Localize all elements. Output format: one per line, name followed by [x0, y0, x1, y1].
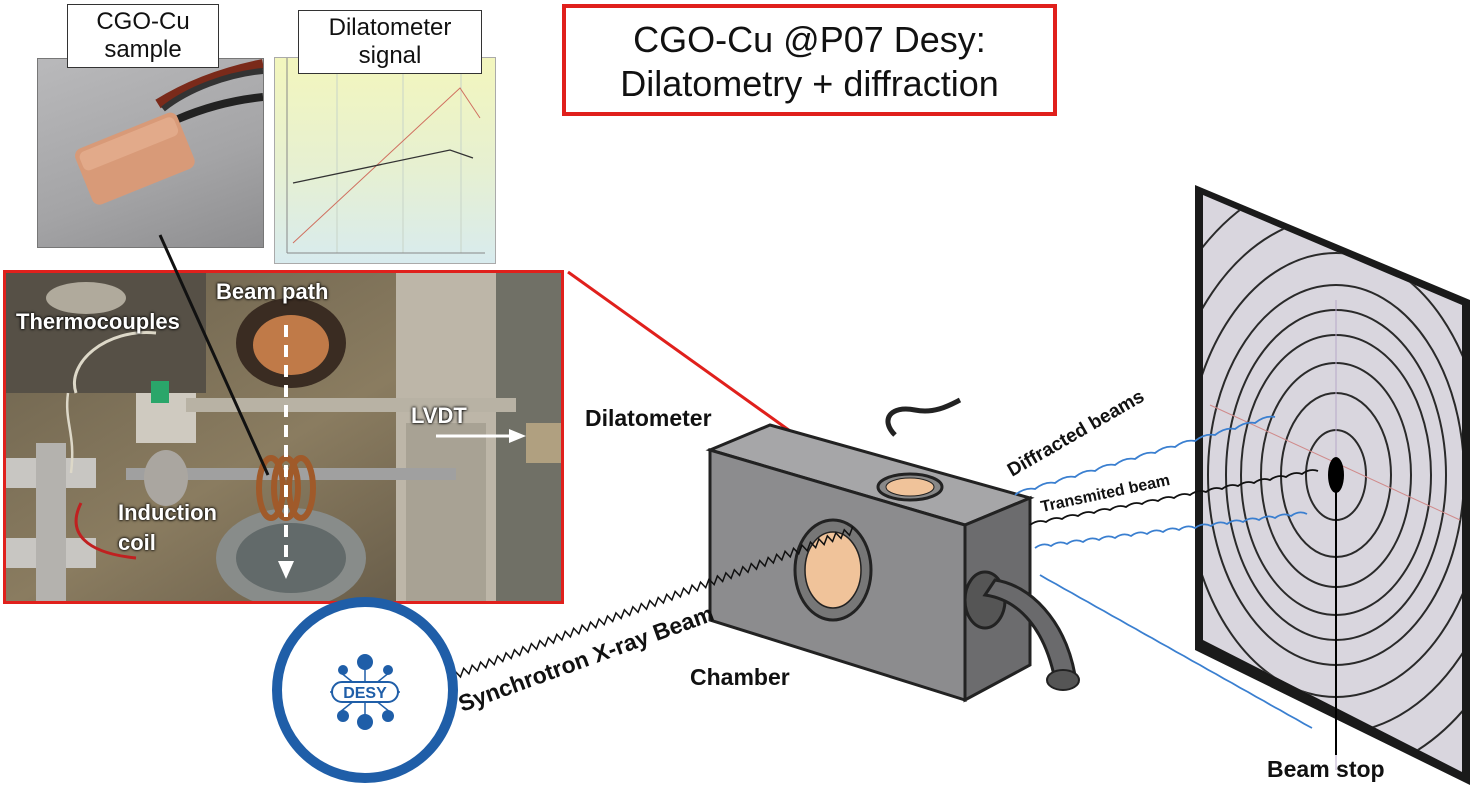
beam-stop-icon — [1328, 457, 1344, 493]
thermocouples-label: Thermocouples — [16, 309, 180, 334]
title-line-2: Dilatometry + diffraction — [620, 63, 999, 104]
sample-label: CGO-Cu sample — [67, 4, 219, 68]
induction-coil-label: Induction coil — [118, 498, 217, 558]
zoom-line — [567, 270, 826, 458]
dilatometer-label: Dilatometer — [585, 405, 712, 431]
signal-label: Dilatometer signal — [298, 10, 482, 74]
detector-screen — [1195, 185, 1470, 785]
chamber-illustration — [705, 397, 1080, 703]
diffracted-beam-1 — [1014, 415, 1276, 496]
beam-path-label: Beam path — [216, 279, 329, 304]
title-box: CGO-Cu @P07 Desy: Dilatometry + diffract… — [562, 4, 1057, 116]
induction-label-line-2: coil — [118, 530, 156, 555]
signal-label-line-1: Dilatometer — [328, 14, 452, 41]
title-line-1: CGO-Cu @P07 Desy: — [633, 19, 986, 60]
beam-stop-label: Beam stop — [1267, 756, 1385, 782]
diffracted-beam-2 — [1034, 511, 1308, 549]
desy-logo-text: DESY — [343, 685, 387, 702]
signal-plot — [274, 57, 496, 264]
diffracted-beams-label: Diffracted beams — [1004, 386, 1148, 481]
synchrotron-beam-label: Synchrotron X-ray Beam — [455, 600, 717, 717]
transmited-beam — [1029, 469, 1319, 526]
sample-pointer-line — [158, 234, 270, 476]
sample-label-line-2: sample — [104, 36, 182, 63]
desy-logo: DESY — [272, 597, 458, 783]
signal-dilatation-curve — [292, 149, 474, 184]
setup-photo: Beam path Thermocouples LVDT Induction c… — [3, 270, 564, 604]
diffracted-beam-3 — [1039, 574, 1313, 729]
sample-illustration — [75, 59, 264, 205]
lvdt-label: LVDT — [411, 403, 467, 428]
signal-plot-svg — [286, 58, 485, 254]
signal-label-line-2: signal — [358, 42, 422, 69]
chamber-label: Chamber — [690, 664, 790, 690]
sample-photo — [37, 58, 264, 248]
induction-label-line-1: Induction — [118, 500, 217, 525]
setup-photo-illustration — [6, 273, 561, 601]
sample-label-line-1: CGO-Cu — [96, 8, 190, 35]
signal-temperature-curve — [292, 87, 481, 244]
synchrotron-beam-wave — [451, 526, 854, 681]
